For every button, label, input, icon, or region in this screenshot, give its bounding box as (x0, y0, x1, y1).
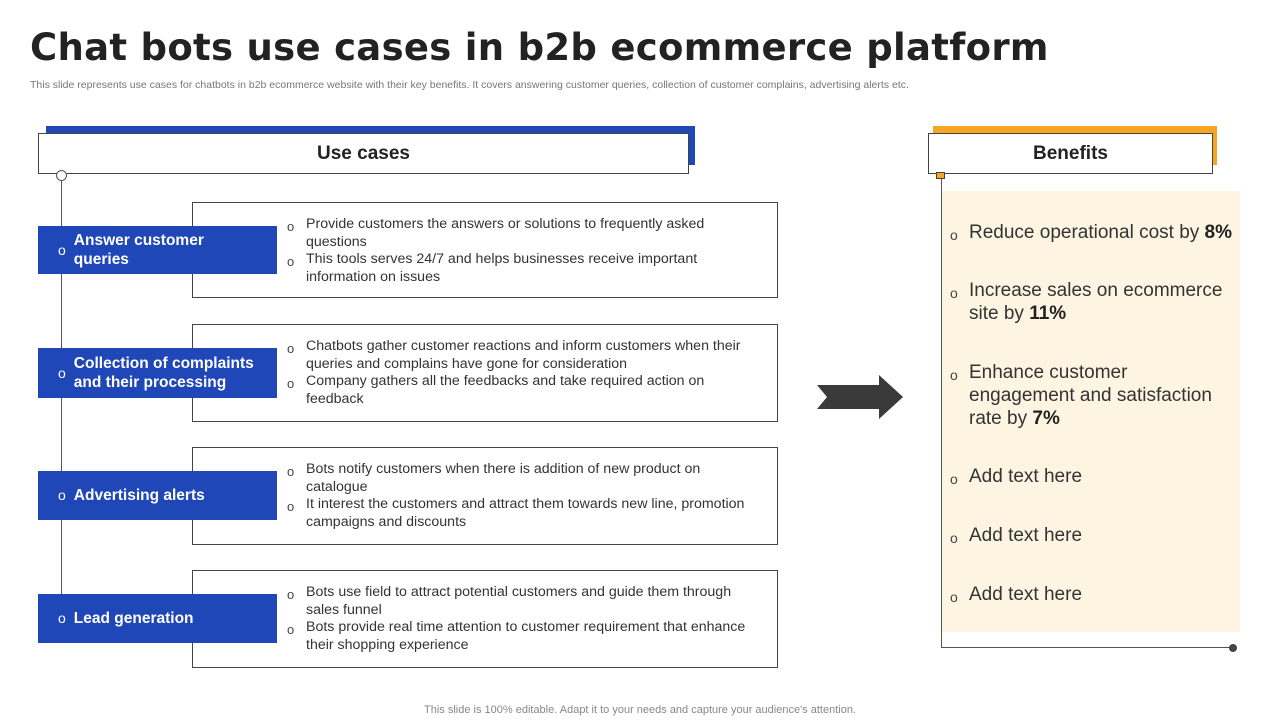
use-case-description-item: o Bots notify customers when there is add… (287, 461, 765, 496)
use-cases-header-label: Use cases (317, 142, 410, 164)
benefits-connector-square (936, 172, 945, 179)
bullet-icon: o (950, 285, 958, 301)
use-case-description-item: o Bots use field to attract potential cus… (287, 584, 765, 619)
benefits-header-label: Benefits (1033, 142, 1108, 164)
use-case-description-list: o Chatbots gather customer reactions and … (287, 338, 765, 408)
use-case-label-lead-generation: o Lead generation (38, 594, 277, 643)
use-cases-header: Use cases (38, 133, 689, 174)
description-text: It interest the customers and attract th… (306, 496, 745, 530)
benefits-panel (941, 191, 1240, 632)
bullet-icon: o (287, 219, 295, 234)
use-case-description-item: o Chatbots gather customer reactions and … (287, 338, 765, 373)
benefit-text: Add text here (969, 584, 1083, 605)
benefit-text: Enhance customer engagement and satisfac… (969, 362, 1212, 429)
benefits-bottom-line (941, 647, 1233, 648)
benefit-highlight: 7% (1032, 408, 1060, 429)
use-case-label-text: Lead generation (73, 610, 194, 627)
use-case-description-list: o Bots use field to attract potential cus… (287, 584, 765, 654)
use-case-description-item: o Provide customers the answers or soluti… (287, 216, 765, 251)
use-case-description-box: o Chatbots gather customer reactions and … (192, 324, 778, 422)
bullet-icon: o (950, 589, 958, 605)
use-case-description-item: o This tools serves 24/7 and helps busine… (287, 251, 765, 286)
bullet-icon: o (287, 341, 295, 356)
description-text: This tools serves 24/7 and helps busines… (306, 251, 698, 285)
footer-note: This slide is 100% editable. Adapt it to… (424, 704, 856, 716)
bullet-icon: o (287, 587, 295, 602)
description-text: Bots provide real time attention to cust… (306, 619, 746, 653)
use-case-description-box: o Bots use field to attract potential cus… (192, 570, 778, 668)
bullet-icon: o (287, 622, 295, 638)
use-case-description-item: o Bots provide real time attention to cus… (287, 619, 765, 654)
benefit-highlight: 8% (1204, 222, 1233, 243)
description-text: Company gathers all the feedbacks and ta… (306, 373, 705, 407)
benefit-item: o Add text here (950, 465, 1235, 488)
use-case-description-box: o Provide customers the answers or soluti… (192, 202, 778, 298)
bullet-icon: o (58, 610, 66, 626)
use-case-label-answer-queries: o Answer customer queries (38, 226, 277, 274)
bullet-icon: o (950, 227, 958, 243)
use-case-label-complaints: o Collection of complaints and their pro… (38, 348, 277, 398)
bullet-icon: o (58, 364, 66, 381)
use-case-label-text: Answer customer queries (73, 232, 204, 268)
benefit-item: o Increase sales on ecommerce site by 11% (950, 279, 1235, 325)
use-case-description-list: o Provide customers the answers or soluti… (287, 216, 765, 286)
benefit-text: Add text here (969, 525, 1083, 546)
benefits-line (941, 178, 942, 648)
bullet-icon: o (58, 487, 66, 503)
benefit-item: o Add text here (950, 524, 1235, 547)
description-text: Provide customers the answers or solutio… (306, 216, 705, 250)
bullet-icon: o (950, 530, 958, 546)
timeline-start-dot (56, 170, 67, 181)
benefit-item: o Enhance customer engagement and satisfa… (950, 361, 1220, 430)
use-case-description-box: o Bots notify customers when there is add… (192, 447, 778, 545)
description-text: Chatbots gather customer reactions and i… (306, 338, 741, 372)
arrow-right-icon (817, 375, 903, 419)
bullet-icon: o (287, 376, 295, 392)
page-title: Chat bots use cases in b2b ecommerce pla… (30, 26, 1049, 69)
description-text: Bots use field to attract potential cust… (306, 584, 732, 618)
use-case-label-text: Advertising alerts (73, 487, 205, 504)
benefits-end-dot (1229, 644, 1237, 652)
description-text: Bots notify customers when there is addi… (306, 461, 701, 495)
use-case-label-text: Collection of complaints and their proce… (73, 355, 254, 391)
benefit-text: Increase sales on ecommerce site by (969, 280, 1223, 324)
benefit-text: Add text here (969, 466, 1083, 487)
benefits-header: Benefits (928, 133, 1213, 174)
benefit-item: o Add text here (950, 583, 1235, 606)
bullet-icon: o (287, 254, 295, 270)
bullet-icon: o (287, 464, 295, 479)
benefit-text: Reduce operational cost by (969, 222, 1205, 243)
bullet-icon: o (58, 241, 66, 258)
use-case-description-item: o Company gathers all the feedbacks and t… (287, 373, 765, 408)
bullet-icon: o (950, 367, 958, 383)
bullet-icon: o (287, 499, 295, 515)
use-case-description-item: o It interest the customers and attract t… (287, 496, 765, 531)
benefit-highlight: 11% (1029, 303, 1067, 324)
page-subtitle: This slide represents use cases for chat… (30, 79, 909, 91)
use-case-description-list: o Bots notify customers when there is add… (287, 461, 765, 531)
benefit-item: o Reduce operational cost by 8% (950, 221, 1235, 244)
bullet-icon: o (950, 471, 958, 487)
use-case-label-advertising: o Advertising alerts (38, 471, 277, 520)
